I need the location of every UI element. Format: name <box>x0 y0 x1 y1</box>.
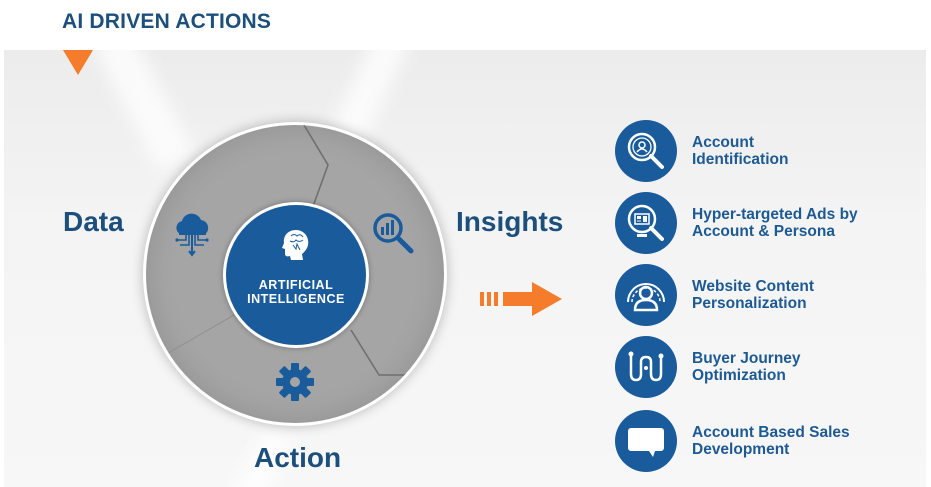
core-label-line-1: ARTIFICIAL <box>258 278 334 292</box>
ai-head-brain-icon <box>281 229 311 266</box>
page-title: AI DRIVEN ACTIONS <box>62 10 272 33</box>
gear-icon <box>275 362 315 407</box>
action-label: Website Content Personalization <box>692 278 814 312</box>
orange-triangle-marker <box>63 50 93 75</box>
action-item-buyer-journey: Buyer Journey Optimization <box>615 336 915 398</box>
action-label: Account Based Sales Development <box>692 424 850 458</box>
chat-bubble-icon <box>615 410 677 472</box>
action-item-account-identification: Account Identification <box>615 120 915 182</box>
ad-target-search-icon <box>615 192 677 254</box>
ring-seam-lines <box>155 125 444 376</box>
magnify-chart-icon <box>370 210 418 263</box>
cloud-network-icon <box>172 212 212 265</box>
action-item-hyper-targeted-ads: Hyper-targeted Ads by Account & Persona <box>615 192 915 254</box>
core-label-line-2: INTELLIGENCE <box>247 292 345 306</box>
action-label: Buyer Journey Optimization <box>692 350 801 384</box>
account-search-icon <box>615 120 677 182</box>
stage-label-data: Data <box>63 206 124 237</box>
orange-arrow-right-icon <box>478 280 564 325</box>
stage-label-action: Action <box>254 442 342 473</box>
action-label: Hyper-targeted Ads by Account & Persona <box>692 206 858 240</box>
ai-core-circle: ARTIFICIAL INTELLIGENCE <box>223 202 369 348</box>
person-broadcast-icon <box>615 264 677 326</box>
action-item-website-personalization: Website Content Personalization <box>615 264 915 326</box>
stage-label-insights: Insights <box>456 206 564 237</box>
action-item-abs-development: Account Based Sales Development <box>615 410 915 472</box>
journey-path-icon <box>615 336 677 398</box>
core-label: ARTIFICIAL INTELLIGENCE <box>247 278 345 306</box>
action-label: Account Identification <box>692 134 789 168</box>
